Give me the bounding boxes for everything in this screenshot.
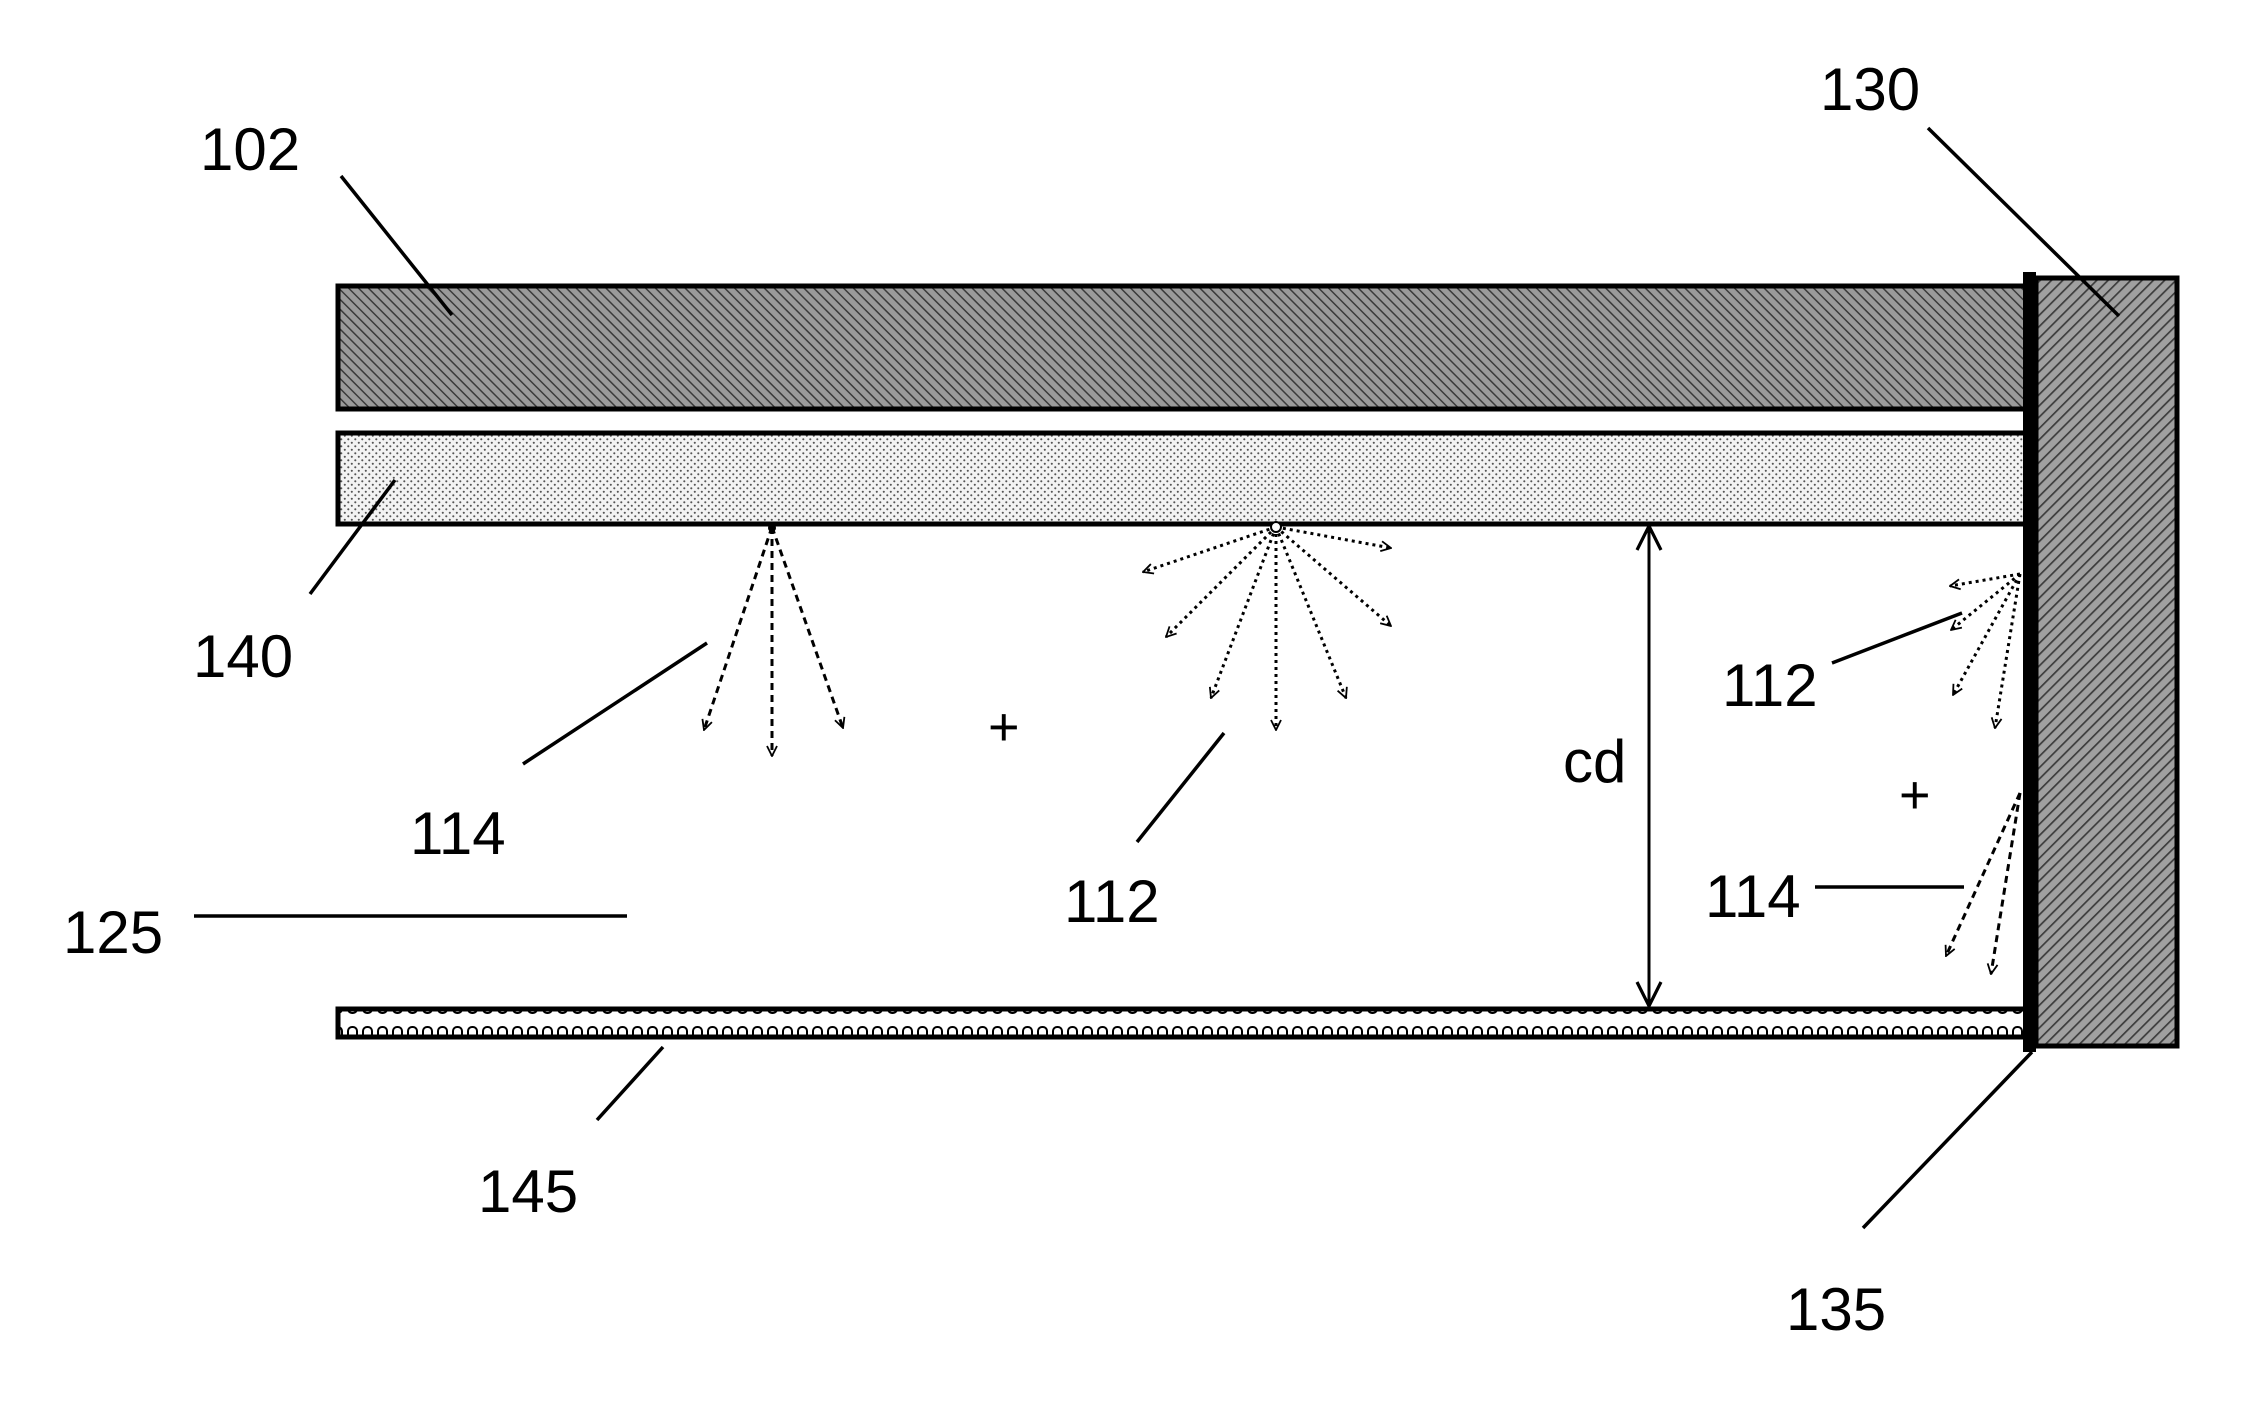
label-130: 130 (1820, 56, 1920, 123)
leader-112-right (1832, 613, 1962, 663)
emission-source-left (768, 524, 776, 532)
plus-sign-right: + (1899, 765, 1931, 825)
label-135: 135 (1786, 1276, 1886, 1343)
leader-135 (1863, 1052, 2032, 1228)
edge-strip (2023, 272, 2036, 1052)
label-102: 102 (200, 116, 300, 183)
label-114-right: 114 (1705, 863, 1801, 930)
emission-fan-center (1143, 527, 1391, 730)
label-140: 140 (193, 623, 293, 690)
emission-fan-left (704, 527, 843, 756)
leader-112-center (1137, 733, 1224, 842)
cover-plate (338, 286, 2026, 409)
label-112-center: 112 (1064, 868, 1160, 935)
leader-145 (597, 1047, 663, 1120)
emission-fan-right-lower (1946, 793, 2020, 974)
side-wall (2036, 278, 2177, 1046)
label-145: 145 (478, 1158, 578, 1225)
leader-114-left (523, 643, 707, 764)
plus-sign-left: + (988, 697, 1020, 757)
bottom-layer (338, 1009, 2026, 1037)
emission-fan-right-upper (1950, 574, 2020, 728)
emission-source-center (1271, 522, 1281, 532)
label-gap: cd (1563, 728, 1626, 795)
coating-layer (338, 433, 2026, 524)
label-114-left: 114 (410, 800, 506, 867)
label-125: 125 (63, 899, 163, 966)
label-112-right: 112 (1722, 652, 1818, 719)
